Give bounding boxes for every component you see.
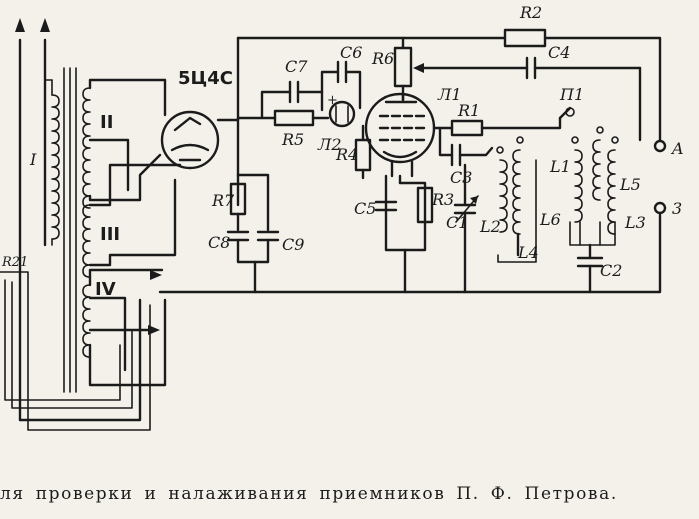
r21-label: R21	[1, 255, 28, 270]
terminal-3[interactable]: 3	[653, 199, 682, 218]
r5-label: R5	[281, 130, 304, 149]
l4-label: L4	[517, 243, 539, 262]
c6-label: C6	[340, 43, 362, 62]
c9-label: C9	[282, 235, 304, 254]
svg-text:+: +	[327, 93, 338, 108]
winding-2-label: II	[100, 112, 113, 133]
l2-lamp-label: Л2	[317, 135, 342, 154]
l5-label: L5	[619, 175, 641, 194]
winding-3: III	[82, 163, 182, 278]
arrow-icon	[15, 18, 50, 422]
winding-4-label: IV	[95, 279, 116, 300]
winding-3-label: III	[100, 224, 120, 245]
r6-label: R6	[371, 49, 394, 68]
resistor-r2: R2	[503, 3, 547, 48]
figure-caption: ля проверки и налаживания приемников П. …	[0, 484, 618, 504]
p1-label: П1	[559, 85, 584, 104]
c2-label: C2	[600, 261, 622, 280]
c5-label: C5	[354, 199, 376, 218]
coil-set-left: L2 L6 L4	[479, 136, 561, 263]
r1-label: R1	[457, 101, 480, 120]
terminal-a[interactable]: A	[653, 139, 684, 158]
feedback-network: C7 C6 R5 + Л2	[236, 43, 362, 154]
variable-capacitor-c1[interactable]: C1	[446, 163, 479, 294]
capacitor-c4: C4	[525, 43, 642, 142]
l1-tube-label: Л1	[437, 85, 462, 104]
r2-label: R2	[519, 3, 542, 22]
c7-label: C7	[285, 57, 308, 76]
power-filter: R7 C8 C9	[208, 173, 304, 294]
output-leads: R21	[0, 255, 151, 431]
l1-coil-label: L1	[549, 157, 571, 176]
winding-4: IV	[82, 268, 167, 387]
l6-label: L6	[539, 210, 561, 229]
power-transformer: I II III IV	[0, 18, 182, 431]
coil-set-right: L1 L5 L3	[549, 126, 646, 246]
terminal-3-label: 3	[672, 199, 682, 218]
winding-1: I	[29, 79, 60, 246]
terminal-a-label: A	[670, 139, 684, 158]
grid-network: R1 C3 П1	[432, 85, 584, 187]
r3-label: R3	[431, 190, 454, 209]
cathode-network: C5 R3	[354, 174, 454, 294]
rectifier-tube-icon: 5Ц4С	[160, 68, 240, 170]
lamp-icon: +	[327, 93, 356, 128]
c1-label: C1	[446, 213, 468, 232]
resistor-r4: R4	[335, 124, 372, 180]
main-rails	[158, 36, 662, 294]
l3-label: L3	[624, 213, 646, 232]
transformer-core	[63, 67, 77, 393]
c4-label: C4	[548, 43, 570, 62]
potentiometer-r6: R6	[371, 36, 529, 102]
l2-coil-label: L2	[479, 217, 501, 236]
c8-label: C8	[208, 233, 230, 252]
r7-label: R7	[211, 191, 235, 210]
capacitor-c2: C2	[576, 243, 622, 294]
rectifier-label: 5Ц4С	[178, 68, 233, 89]
r4-label: R4	[335, 145, 358, 164]
winding-2: II	[82, 78, 167, 209]
switch-p1[interactable]: П1	[558, 85, 584, 120]
triode-tube-icon: Л1	[364, 85, 462, 185]
c3-label: C3	[450, 168, 472, 187]
winding-1-label: I	[29, 150, 37, 169]
